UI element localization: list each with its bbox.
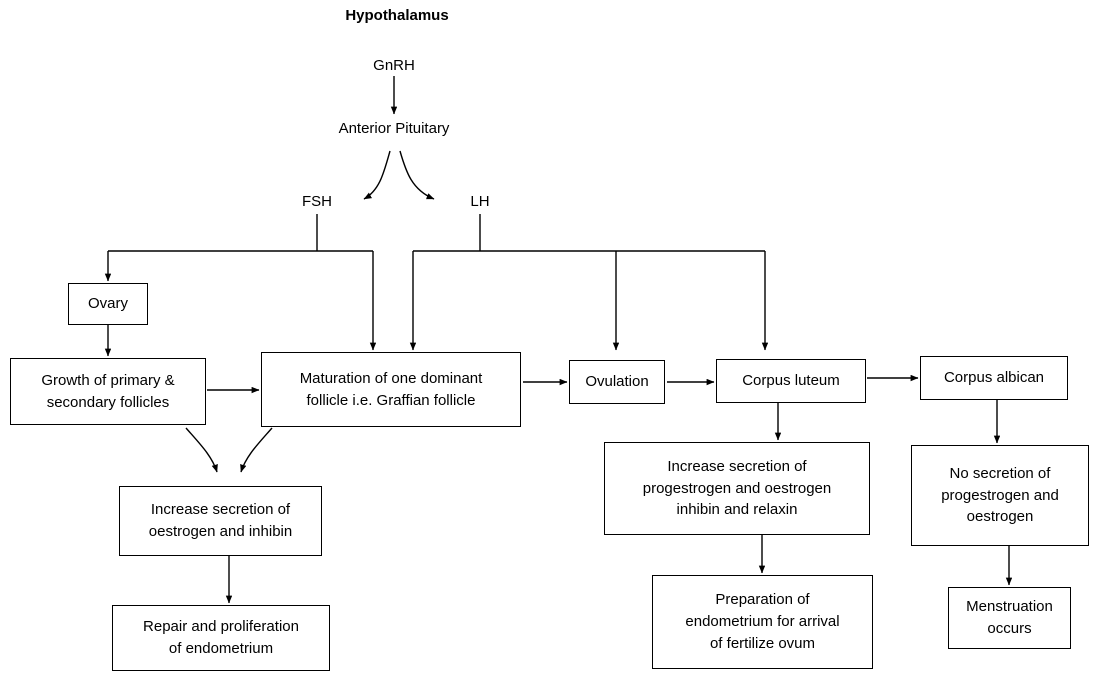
node-ovary[interactable]: Ovary	[68, 283, 148, 325]
label-lh: LH	[470, 192, 490, 210]
label-fsh: FSH	[302, 192, 332, 210]
node-corpus-albican[interactable]: Corpus albican	[920, 356, 1068, 400]
node-no-secretion-progestrogen-oestrogen[interactable]: No secretion of progestrogen and oestrog…	[911, 445, 1089, 546]
label-gnrh: GnRH	[373, 56, 415, 74]
node-repair-proliferation-endometrium[interactable]: Repair and proliferation of endometrium	[112, 605, 330, 671]
node-corpus-luteum[interactable]: Corpus luteum	[716, 359, 866, 403]
edge-maturation-to-increase-oestrogen	[240, 427, 273, 473]
node-preparation-endometrium[interactable]: Preparation of endometrium for arrival o…	[652, 575, 873, 669]
page-title: Hypothalamus	[345, 6, 449, 24]
node-maturation-dominant-follicle[interactable]: Maturation of one dominant follicle i.e.…	[261, 352, 521, 427]
node-increase-progestrogen-oestrogen[interactable]: Increase secretion of progestrogen and o…	[604, 442, 870, 535]
edge-anterior-pituitary-to-lh	[399, 150, 435, 200]
edge-growth-to-increase-oestrogen	[185, 427, 218, 473]
edge-anterior-pituitary-to-fsh	[363, 150, 391, 200]
node-menstruation-occurs[interactable]: Menstruation occurs	[948, 587, 1071, 649]
node-increase-oestrogen-inhibin[interactable]: Increase secretion of oestrogen and inhi…	[119, 486, 322, 556]
node-ovulation[interactable]: Ovulation	[569, 360, 665, 404]
node-growth-of-follicles[interactable]: Growth of primary & secondary follicles	[10, 358, 206, 425]
label-anterior-pituitary: Anterior Pituitary	[338, 119, 450, 137]
